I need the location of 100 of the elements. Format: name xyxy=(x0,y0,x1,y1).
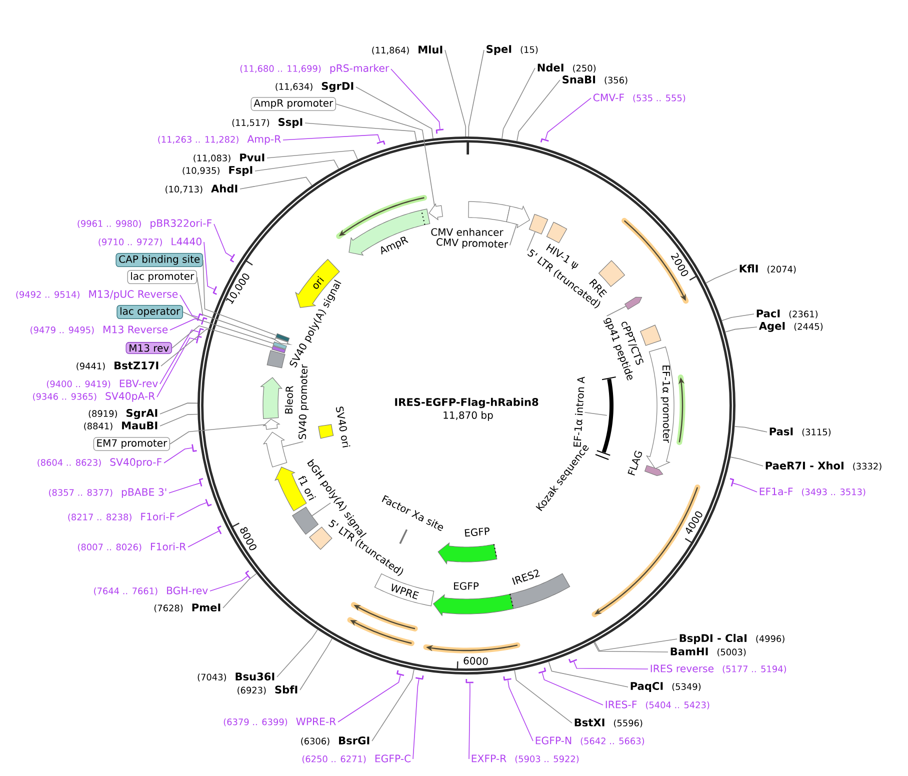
enzyme-site-label: (11,634) SgrDI xyxy=(276,82,354,92)
leader-line xyxy=(542,672,604,706)
leader-line xyxy=(160,330,200,384)
primer-mark xyxy=(200,317,208,325)
primer-mark xyxy=(196,313,204,321)
enzyme-site-label: (10,713) AhdI xyxy=(166,184,238,194)
enzyme-site-label: (8919) SgrAI xyxy=(88,408,158,420)
feature-label: SV40 ori xyxy=(336,406,350,448)
feature-label: FLAG xyxy=(628,450,642,476)
leader-line xyxy=(160,328,209,366)
feature-label: CMV promoter xyxy=(436,238,508,248)
primer-mark xyxy=(540,138,549,143)
primer-label: (9492 .. 9514) M13/pUC Reverse xyxy=(16,290,178,300)
primer-label: (6250 .. 6271) EGFP-C xyxy=(302,754,411,764)
leader-line xyxy=(160,414,198,426)
primer-label: EF1a-F (3493 .. 3513) xyxy=(760,488,866,496)
enzyme-site-label: SpeI (15) xyxy=(486,45,538,56)
feature-segment xyxy=(348,208,430,256)
leader-line xyxy=(168,482,200,494)
leader-line xyxy=(312,502,331,516)
leader-line xyxy=(304,122,417,142)
tick-label: 6000 xyxy=(464,656,488,666)
leader-line xyxy=(188,530,220,548)
feature-tag: AmpR promoter xyxy=(250,97,336,111)
leader-line xyxy=(254,160,340,172)
leader-line xyxy=(180,294,198,318)
leader-line xyxy=(724,326,758,332)
primer-mark xyxy=(538,667,546,674)
leader-line xyxy=(593,642,668,652)
feature-segment xyxy=(262,432,288,468)
feature-block xyxy=(292,506,319,535)
primer-mark xyxy=(245,570,251,579)
primer-label: (8217 .. 8238) F1ori-F xyxy=(68,512,175,522)
feature-label: EF-1α intron A xyxy=(573,376,585,447)
leader-line xyxy=(412,678,420,760)
leader-line xyxy=(164,448,192,464)
feature-segment xyxy=(262,418,280,430)
primer-label: EXFP-R (5903 .. 5922) xyxy=(472,754,579,764)
enzyme-site-label: (11,083) PvuI xyxy=(194,154,264,162)
feature-segment xyxy=(506,205,530,228)
leader-line xyxy=(526,231,536,252)
feature-segment xyxy=(260,377,282,419)
leader-line xyxy=(300,638,333,690)
primer-label: (9961 .. 9980) pBR322ori-F xyxy=(78,219,212,229)
primer-mark xyxy=(376,140,386,145)
enzyme-site-label: (8841) MauBI xyxy=(84,422,158,430)
primer-label: EGFP-N (5642 .. 5663) xyxy=(536,736,644,746)
leader-line xyxy=(545,98,592,140)
leader-line xyxy=(336,104,435,207)
primer-label: (8357 .. 8377) pBABE 3' xyxy=(49,488,166,498)
enzyme-site-label: PacI (2361) xyxy=(756,310,818,318)
feature-tag: EM7 promoter xyxy=(93,437,170,451)
leader-line xyxy=(172,325,273,348)
primer-label: (9400 .. 9419) EBV-rev xyxy=(46,380,158,388)
plasmid-length: 11,870 bp xyxy=(444,411,493,421)
feature-segment: EF-1α promoter xyxy=(646,346,674,470)
leader-line xyxy=(156,337,198,398)
enzyme-site-label: BamHI (5003) xyxy=(670,648,746,656)
primer-label: (7644 .. 7661) BGH-rev xyxy=(94,586,208,596)
feature-segment xyxy=(438,542,498,565)
enzyme-site-label: (9441) BstZ17I xyxy=(76,362,158,370)
leader-line xyxy=(584,412,608,416)
primer-label: IRES-F (5404 .. 5423) xyxy=(606,700,710,710)
feature-tag: CAP binding site xyxy=(116,252,203,268)
leader-line xyxy=(214,224,232,258)
primer-mark xyxy=(466,679,474,684)
leader-line xyxy=(356,86,434,140)
primer-mark xyxy=(198,328,204,336)
feature-label: BleoR xyxy=(284,386,294,414)
primer-mark xyxy=(436,128,444,134)
primer-mark xyxy=(212,286,217,295)
leader-line xyxy=(548,661,628,688)
leader-line xyxy=(468,682,470,760)
tick-label: 8000 xyxy=(240,527,256,550)
leader-line xyxy=(276,629,318,678)
enzyme-site-label: (11,864) MluI xyxy=(372,45,442,55)
leader-line xyxy=(734,426,768,432)
leader-line xyxy=(222,573,257,608)
primer-label: (9346 .. 9365) SV40pA-R xyxy=(33,392,155,402)
leader-line xyxy=(282,441,304,448)
leader-line xyxy=(606,306,626,316)
enzyme-site-label: PaeR7I - XhoI (3332) xyxy=(766,461,882,471)
leader-line xyxy=(240,176,312,190)
primer-label: CMV-F (535 .. 555) xyxy=(593,94,686,102)
primer-mark xyxy=(396,670,404,676)
feature-bar xyxy=(272,346,286,354)
primer-label: (8007 .. 8026) F1ori-R xyxy=(78,542,186,552)
feature-segment xyxy=(432,594,514,616)
feature-label: f1 ori xyxy=(298,476,316,500)
feature-tag: M13 rev xyxy=(126,342,172,354)
leader-line xyxy=(176,502,207,518)
leader-line xyxy=(266,150,358,160)
leader-line xyxy=(468,50,484,137)
feature-label: EGFP xyxy=(464,528,490,537)
plasmid-name: IRES-EGFP-Flag-hRabin8 xyxy=(395,398,538,408)
enzyme-site-label: (11,517) SspI xyxy=(232,118,302,128)
primer-mark xyxy=(205,498,212,506)
enzyme-site-label: KflI (2074) xyxy=(740,264,796,274)
leader-line xyxy=(706,268,738,284)
tag-segment xyxy=(644,465,664,476)
